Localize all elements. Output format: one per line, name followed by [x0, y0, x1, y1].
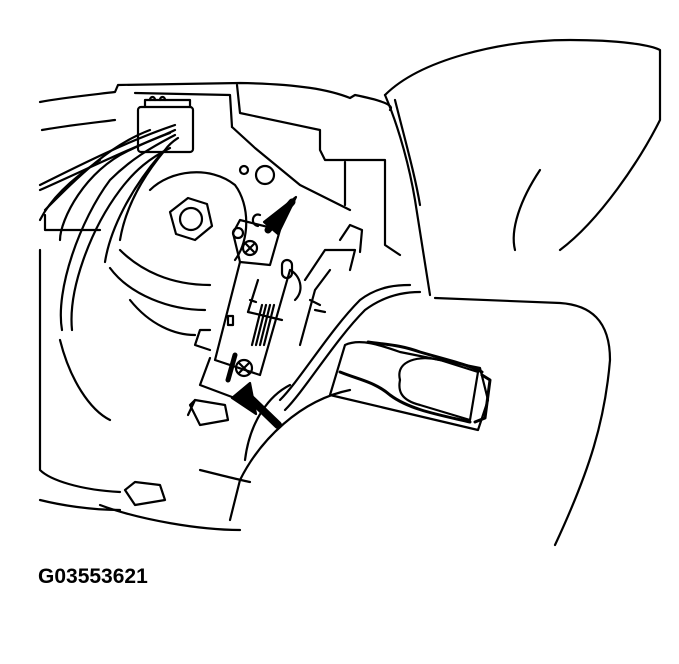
arrow-lower-screw	[232, 383, 278, 425]
left-housing	[40, 215, 120, 510]
wiring-harness	[40, 125, 178, 330]
lever-assembly	[245, 225, 488, 460]
clock-spring-hub	[110, 166, 274, 335]
top-connector	[138, 97, 193, 152]
combination-switch	[195, 220, 300, 400]
upper-housing	[40, 83, 400, 255]
figure-caption: G03553621	[38, 565, 148, 588]
arrow-upper-screw	[264, 197, 296, 234]
lower-body	[100, 390, 350, 530]
turn-signal-lever	[340, 342, 490, 422]
steering-wheel-cover	[385, 40, 660, 545]
lower-connectors	[125, 400, 228, 505]
